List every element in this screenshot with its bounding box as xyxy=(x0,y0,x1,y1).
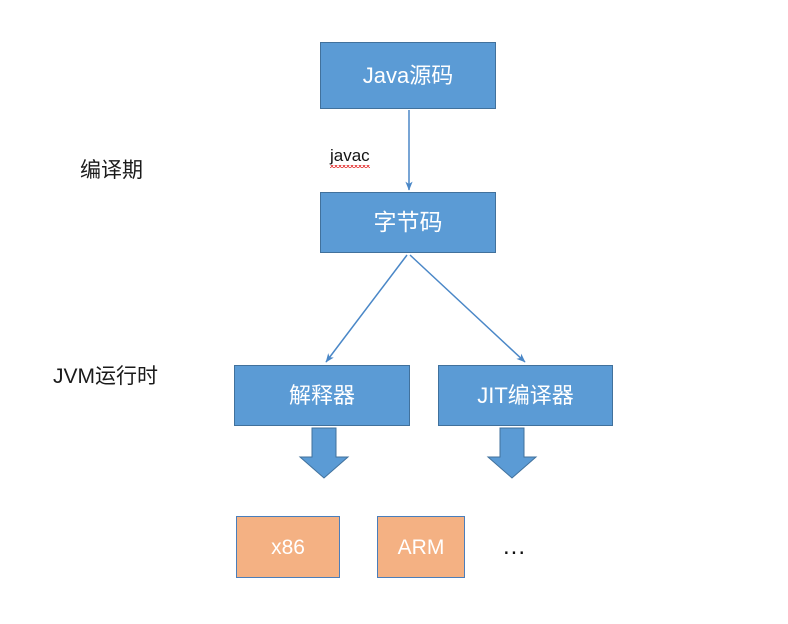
node-x86[interactable]: x86 xyxy=(236,516,340,578)
block-arrow-interpreter-down xyxy=(298,427,350,479)
node-jit-compiler[interactable]: JIT编译器 xyxy=(438,365,613,426)
node-arm[interactable]: ARM xyxy=(377,516,465,578)
edge-label-javac: javac xyxy=(330,146,370,168)
arrow-bytecode-to-interpreter xyxy=(325,254,408,363)
stage-label-jvm-runtime: JVM运行时 xyxy=(53,365,158,388)
node-more-ellipsis: ... xyxy=(503,533,527,560)
node-bytecode[interactable]: 字节码 xyxy=(320,192,496,253)
arrow-bytecode-to-jit xyxy=(409,254,526,363)
edge-label-javac-text: javac xyxy=(330,146,370,168)
block-arrow-jit-down xyxy=(486,427,538,479)
node-java-source[interactable]: Java源码 xyxy=(320,42,496,109)
stage-label-compile-time: 编译期 xyxy=(80,159,143,182)
node-interpreter[interactable]: 解释器 xyxy=(234,365,410,426)
